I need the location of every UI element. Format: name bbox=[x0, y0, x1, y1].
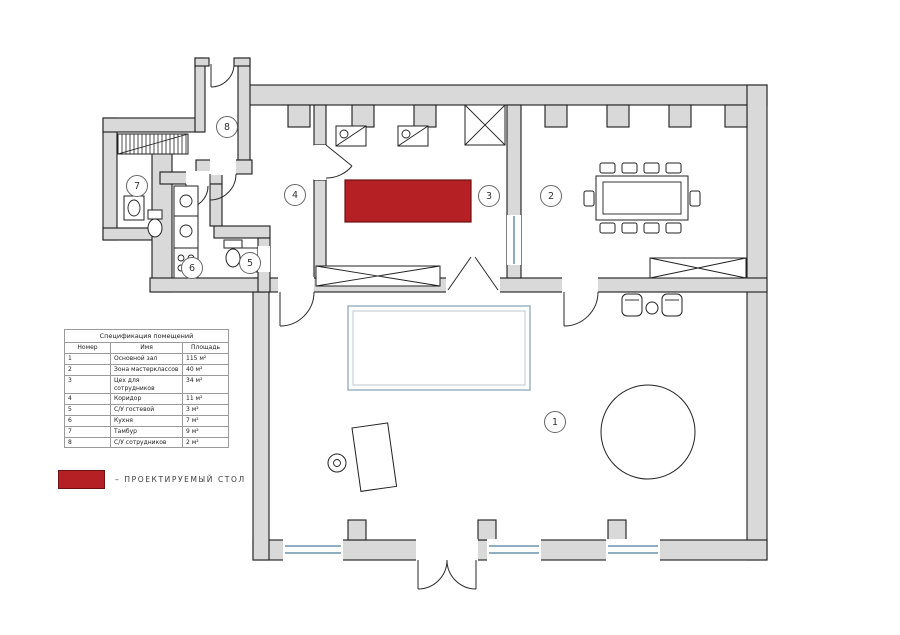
room-badge-3: 3 bbox=[478, 185, 500, 207]
bench-room2 bbox=[649, 257, 747, 279]
workshop-sink-1 bbox=[335, 125, 367, 147]
room-badge-7: 7 bbox=[126, 175, 148, 197]
room-name: Коридор bbox=[110, 393, 183, 406]
room-name: Кухня bbox=[110, 415, 183, 427]
room-num: 8 bbox=[64, 436, 111, 449]
furniture bbox=[117, 104, 747, 492]
lounge-chairs bbox=[621, 293, 683, 317]
spec-table-title: Спецификация помещений bbox=[64, 328, 229, 344]
room-num: 5 bbox=[64, 404, 111, 417]
spec-row: 5 С/У гостевой 3 м² bbox=[64, 404, 229, 417]
toilet-room5 bbox=[223, 239, 243, 268]
room-num: 7 bbox=[64, 425, 111, 438]
windows bbox=[285, 216, 658, 554]
room-badge-6: 6 bbox=[181, 257, 203, 279]
room-badge-4: 4 bbox=[284, 184, 306, 206]
spec-row: 7 Тамбур 9 м² bbox=[64, 425, 229, 438]
room-area: 3 м² bbox=[182, 404, 229, 417]
room-name: Тамбур bbox=[110, 425, 183, 438]
round-table bbox=[600, 384, 696, 480]
room-badge-2: 2 bbox=[540, 185, 562, 207]
spec-row: 2 Зона мастерклассов 40 м² bbox=[64, 364, 229, 376]
conference-table bbox=[583, 162, 701, 234]
room-name: Основной зал bbox=[110, 353, 183, 366]
room-badge-1: 1 bbox=[544, 411, 566, 433]
legend-label: – ПРОЕКТИРУЕМЫЙ СТОЛ bbox=[115, 475, 246, 484]
room-spec-table: Спецификация помещений Номер Имя Площадь… bbox=[64, 328, 229, 449]
col-number: Номер bbox=[64, 342, 111, 355]
hatched-cabinet bbox=[117, 133, 189, 155]
room-num: 4 bbox=[64, 393, 111, 406]
designed-table bbox=[344, 179, 472, 223]
spec-row: 3 Цех для сотрудников 34 м² bbox=[64, 374, 229, 395]
skylight-outline bbox=[347, 305, 531, 391]
room-area: 7 м² bbox=[182, 415, 229, 427]
room-num: 6 bbox=[64, 415, 111, 427]
room-num: 1 bbox=[64, 353, 111, 366]
spec-row: 8 С/У сотрудников 2 м² bbox=[64, 436, 229, 449]
spec-row: 4 Коридор 11 м² bbox=[64, 393, 229, 406]
room-name: Цех для сотрудников bbox=[110, 374, 183, 395]
room-name: С/У гостевой bbox=[110, 404, 183, 417]
room-area: 9 м² bbox=[182, 425, 229, 438]
sink bbox=[123, 195, 145, 221]
spec-row: 1 Основной зал 115 м² bbox=[64, 353, 229, 366]
legend-red-swatch bbox=[58, 470, 105, 489]
room-area: 11 м² bbox=[182, 393, 229, 406]
room-num: 2 bbox=[64, 364, 111, 376]
col-name: Имя bbox=[110, 342, 183, 355]
spec-header-row: Номер Имя Площадь bbox=[64, 342, 229, 355]
stool bbox=[327, 453, 347, 473]
room-badge-5: 5 bbox=[239, 252, 261, 274]
room-area: 115 м² bbox=[182, 353, 229, 366]
room-num: 3 bbox=[64, 374, 111, 395]
bench-room3 bbox=[315, 265, 441, 287]
spec-row: 6 Кухня 7 м² bbox=[64, 415, 229, 427]
legend: – ПРОЕКТИРУЕМЫЙ СТОЛ bbox=[58, 470, 246, 489]
room-name: Зона мастерклассов bbox=[110, 364, 183, 376]
col-area: Площадь bbox=[182, 342, 229, 355]
workshop-sink-2 bbox=[397, 125, 429, 147]
room-area: 34 м² bbox=[182, 374, 229, 395]
wall-openings bbox=[186, 145, 660, 561]
room-name: С/У сотрудников bbox=[110, 436, 183, 449]
room-area: 40 м² bbox=[182, 364, 229, 376]
desk bbox=[351, 422, 398, 492]
toilet-room7 bbox=[147, 209, 163, 238]
room-badge-8: 8 bbox=[216, 116, 238, 138]
room-area: 2 м² bbox=[182, 436, 229, 449]
vent-shaft bbox=[464, 104, 506, 146]
